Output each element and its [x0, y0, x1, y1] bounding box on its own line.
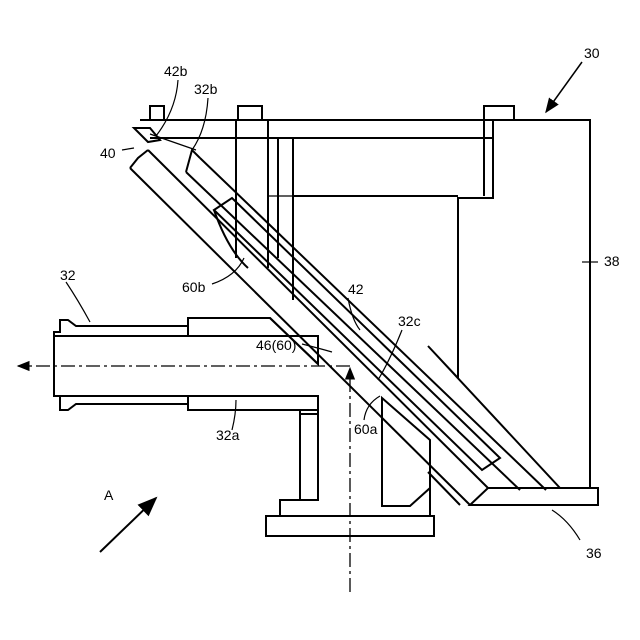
housing-38 — [428, 120, 590, 488]
label-60a: 60a — [354, 421, 378, 437]
label-36: 36 — [586, 545, 602, 561]
label-42: 42 — [348, 281, 364, 297]
label-32b: 32b — [194, 81, 218, 97]
label-46-60: 46(60) — [256, 337, 296, 353]
label-32a: 32a — [216, 427, 240, 443]
label-a: A — [104, 487, 114, 503]
direction-arrow-a — [100, 498, 156, 552]
label-40: 40 — [100, 145, 116, 161]
label-30: 30 — [584, 45, 600, 61]
arrow-30 — [546, 62, 582, 112]
label-42b: 42b — [164, 63, 188, 79]
label-60b: 60b — [182, 279, 206, 295]
label-32c: 32c — [398, 313, 421, 329]
label-32: 32 — [60, 267, 76, 283]
label-38: 38 — [604, 253, 620, 269]
top-plate — [140, 106, 590, 300]
